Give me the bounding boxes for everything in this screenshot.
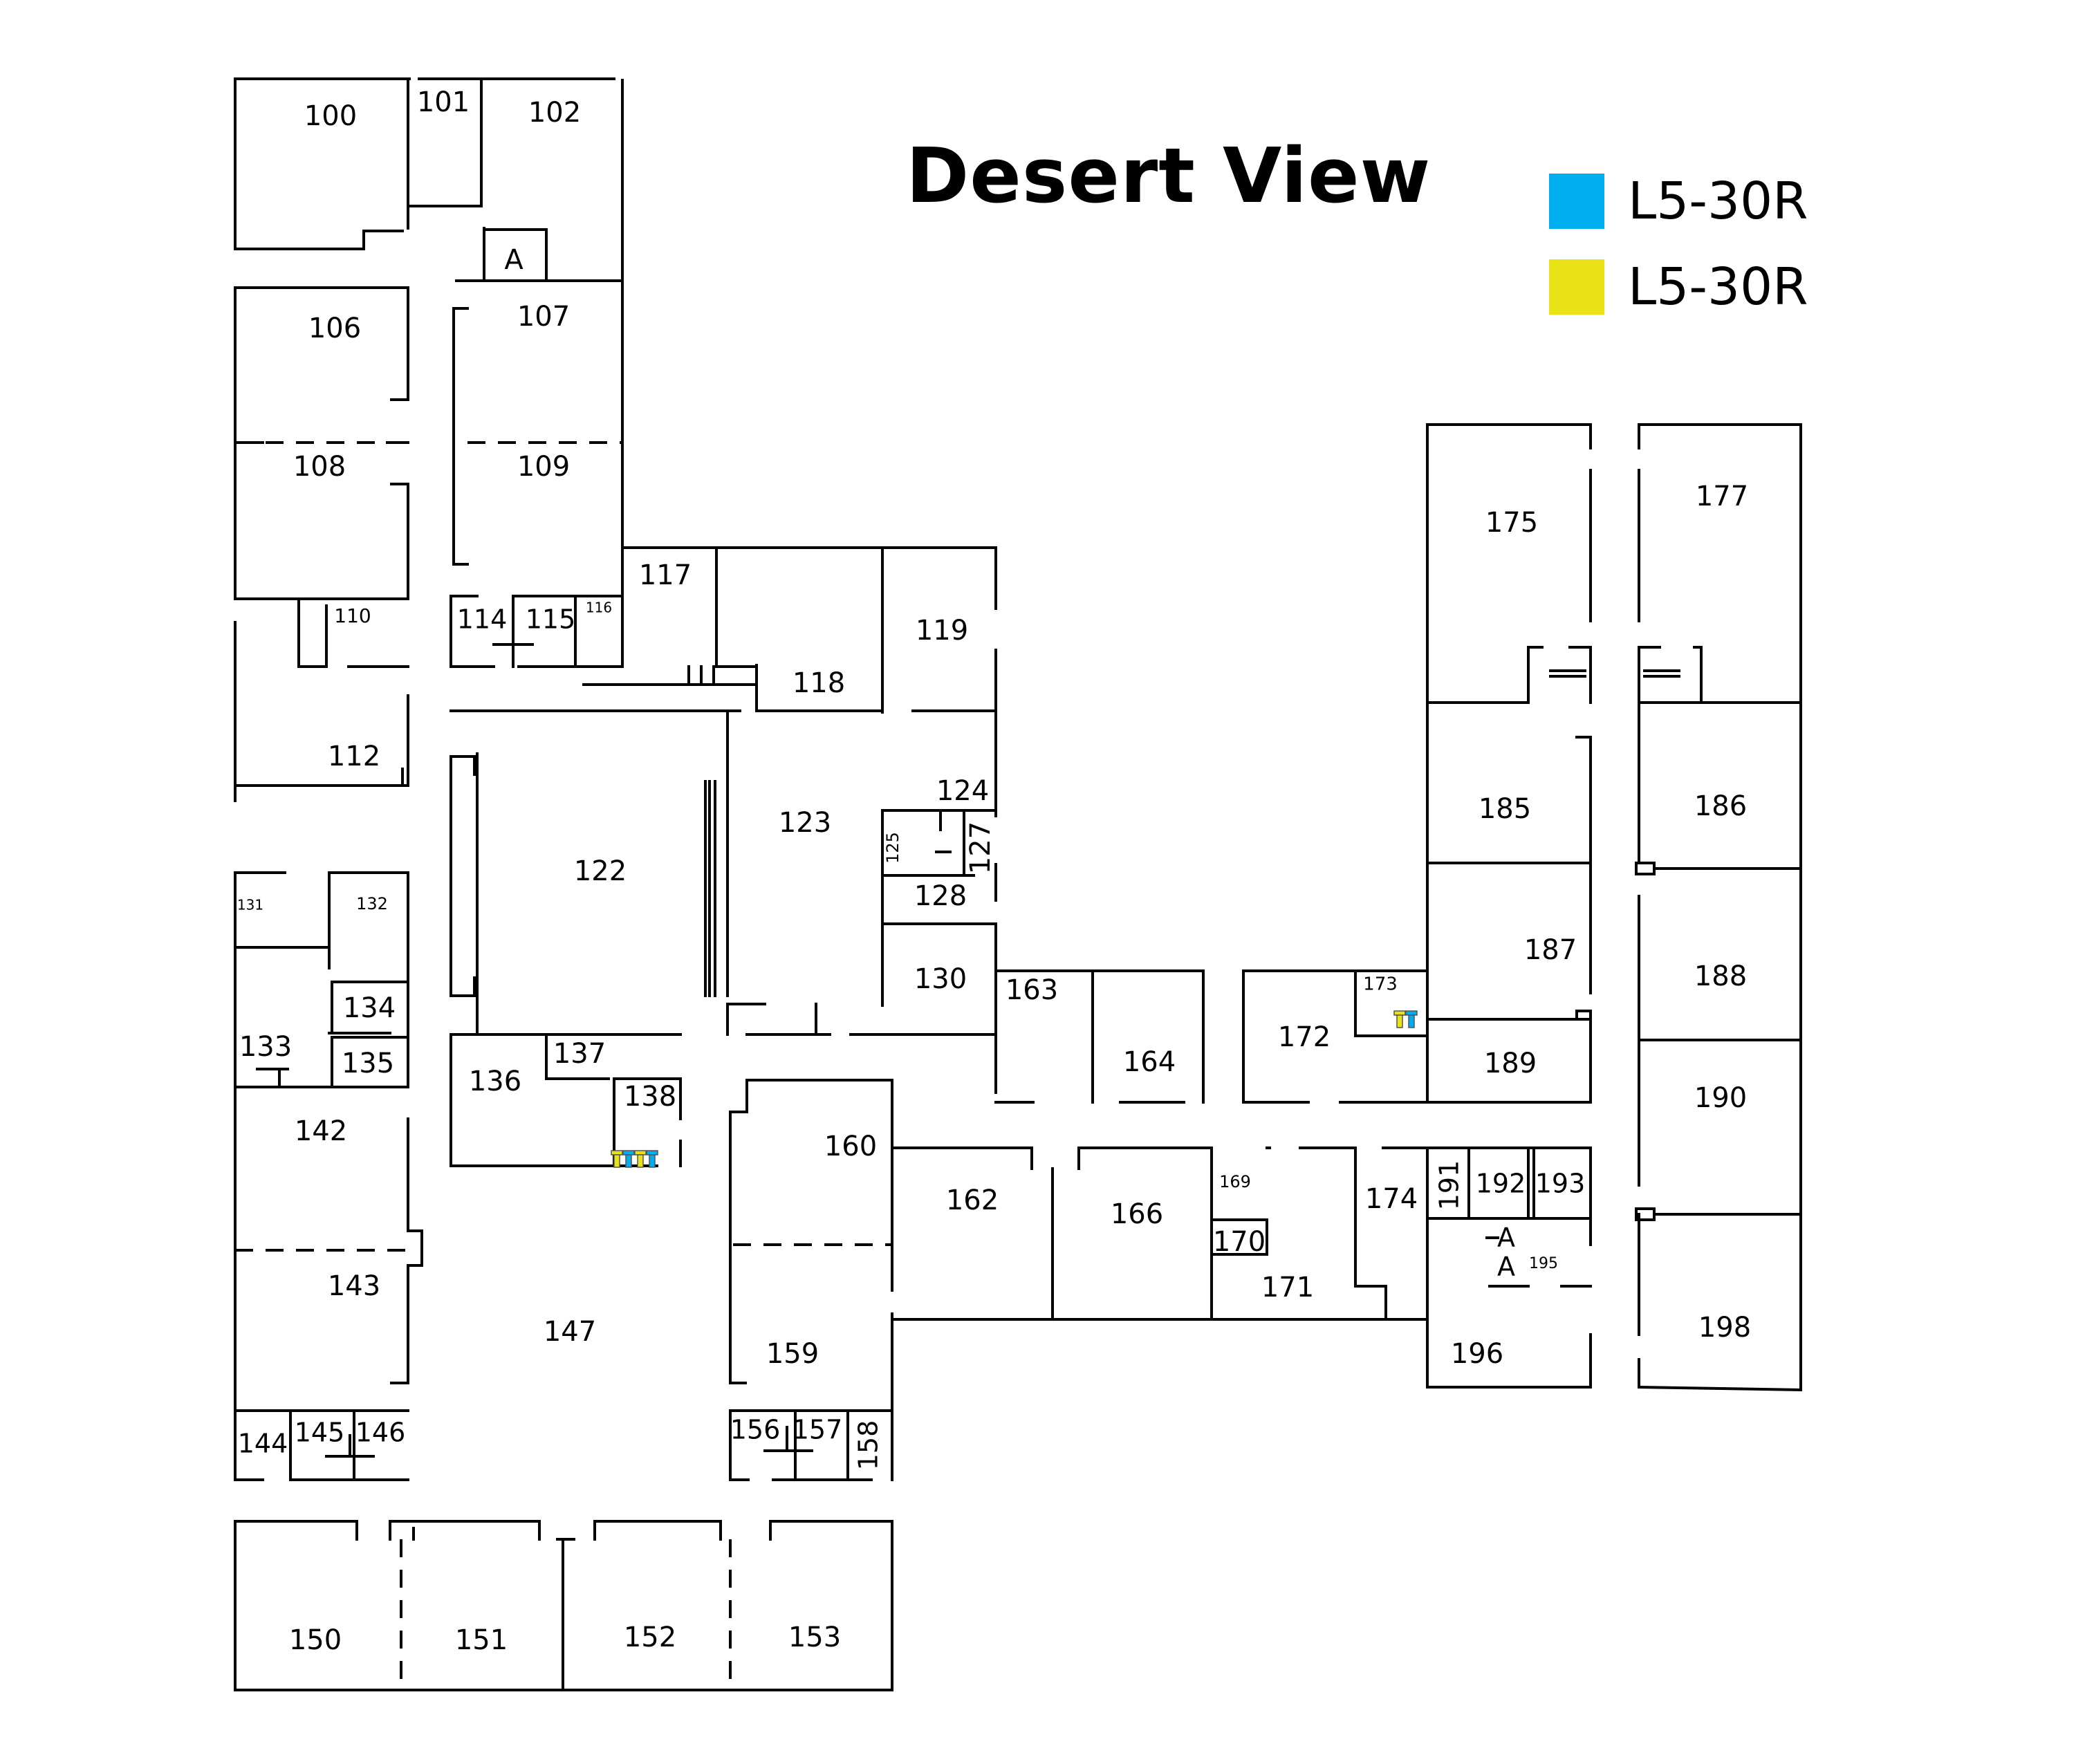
room-label-185: 185 [1479, 793, 1531, 825]
room-label-150: 150 [289, 1624, 342, 1656]
room-label-A2: A [1497, 1223, 1515, 1253]
room-label-123: 123 [779, 807, 831, 839]
room-label-130: 130 [914, 963, 967, 995]
room-label-169: 169 [1219, 1172, 1251, 1191]
legend-swatch-yellow [1549, 259, 1604, 315]
room-label-116: 116 [586, 600, 612, 616]
room-label-138: 138 [624, 1081, 676, 1113]
room-label-142: 142 [295, 1115, 347, 1147]
room-label-175: 175 [1485, 507, 1538, 539]
room-label-124: 124 [936, 775, 989, 807]
outlet-icon [611, 1150, 623, 1168]
room-label-112: 112 [328, 741, 380, 772]
room-label-156: 156 [730, 1415, 781, 1445]
room-label-101: 101 [417, 86, 470, 118]
room-label-191: 191 [1434, 1160, 1465, 1211]
room-label-190: 190 [1694, 1082, 1747, 1114]
room-label-153: 153 [788, 1622, 841, 1653]
walls [234, 77, 1803, 1691]
room-label-196: 196 [1451, 1338, 1503, 1370]
room-label-166: 166 [1111, 1198, 1163, 1230]
room-label-189: 189 [1484, 1048, 1537, 1079]
room-label-134: 134 [343, 992, 396, 1024]
legend-item-blue: L5-30R [1549, 171, 1808, 231]
legend-label: L5-30R [1628, 171, 1808, 231]
room-label-146: 146 [355, 1418, 406, 1448]
outlet-icon [1393, 1010, 1406, 1028]
room-label-109: 109 [517, 451, 570, 483]
room-label-193: 193 [1535, 1169, 1586, 1199]
room-label-118: 118 [793, 667, 845, 699]
room-label-187: 187 [1524, 934, 1577, 966]
room-label-152: 152 [624, 1622, 676, 1653]
room-label-108: 108 [293, 451, 346, 483]
room-label-114: 114 [457, 604, 508, 635]
room-label-A3: A [1497, 1252, 1515, 1282]
room-label-107: 107 [517, 301, 570, 333]
room-label-102: 102 [528, 97, 581, 129]
room-label-135: 135 [342, 1048, 394, 1079]
legend-swatch-blue [1549, 174, 1604, 229]
room-label-164: 164 [1123, 1046, 1176, 1078]
room-label-127: 127 [965, 821, 997, 874]
room-label-177: 177 [1696, 481, 1748, 512]
room-label-188: 188 [1694, 960, 1747, 992]
room-label-170: 170 [1213, 1226, 1266, 1258]
room-label-106: 106 [308, 313, 361, 344]
room-label-A1: A [504, 244, 523, 276]
room-label-110: 110 [334, 604, 371, 627]
room-label-162: 162 [946, 1185, 999, 1216]
room-label-186: 186 [1694, 790, 1747, 822]
room-label-128: 128 [914, 880, 967, 912]
room-label-115: 115 [526, 604, 576, 635]
room-label-160: 160 [824, 1131, 877, 1162]
room-label-174: 174 [1365, 1183, 1418, 1215]
room-label-163: 163 [1006, 974, 1058, 1006]
room-label-172: 172 [1278, 1021, 1331, 1053]
room-label-132: 132 [356, 894, 388, 913]
room-label-147: 147 [544, 1316, 596, 1348]
room-label-133: 133 [239, 1031, 292, 1063]
room-label-143: 143 [328, 1270, 380, 1302]
room-label-198: 198 [1698, 1312, 1751, 1344]
room-label-117: 117 [639, 559, 692, 591]
room-label-157: 157 [793, 1415, 843, 1445]
outlet-icon [634, 1150, 647, 1168]
room-label-192: 192 [1476, 1169, 1526, 1199]
room-label-122: 122 [574, 855, 627, 887]
room-label-144: 144 [238, 1429, 288, 1459]
legend-label: L5-30R [1628, 257, 1808, 317]
map-title: Desert View [906, 131, 1431, 220]
outlet-icon [622, 1150, 635, 1168]
outlet-markers [611, 1010, 1418, 1168]
room-label-145: 145 [295, 1418, 345, 1448]
room-label-137: 137 [553, 1038, 606, 1070]
dashed-partitions [234, 79, 892, 1690]
room-label-173: 173 [1363, 974, 1398, 995]
room-label-151: 151 [455, 1624, 508, 1656]
room-label-195: 195 [1529, 1255, 1558, 1272]
room-label-100: 100 [304, 100, 357, 132]
room-label-136: 136 [469, 1066, 521, 1097]
room-label-119: 119 [916, 615, 968, 647]
outlet-icon [1405, 1010, 1418, 1028]
legend-item-yellow: L5-30R [1549, 257, 1808, 317]
room-label-159: 159 [766, 1338, 819, 1370]
room-label-171: 171 [1261, 1272, 1314, 1303]
room-label-158: 158 [853, 1420, 884, 1471]
room-label-131: 131 [237, 897, 263, 913]
room-label-125: 125 [883, 832, 902, 864]
outlet-icon [646, 1150, 658, 1168]
